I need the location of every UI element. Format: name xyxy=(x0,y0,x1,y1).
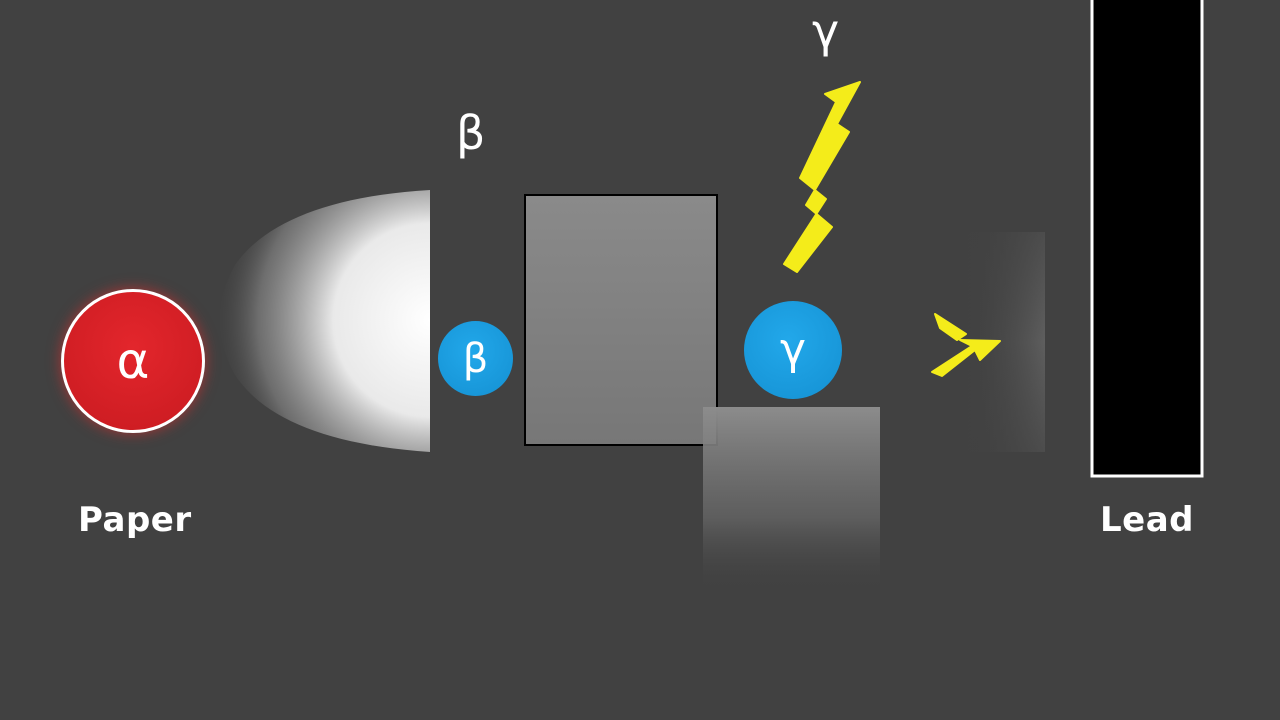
gamma-label: γ xyxy=(812,4,840,58)
beta-label: β xyxy=(456,106,486,160)
gamma-ray-right-icon xyxy=(931,313,1001,377)
paper-sheet xyxy=(220,190,430,452)
paper-label: Paper xyxy=(78,500,192,540)
beta-symbol: β xyxy=(462,335,489,382)
fading-block xyxy=(703,407,880,592)
alpha-particle: α xyxy=(61,289,205,433)
gamma-symbol: γ xyxy=(779,324,807,375)
lead-block xyxy=(1090,0,1204,478)
alpha-symbol: α xyxy=(116,332,150,390)
beta-particle: β xyxy=(438,321,513,396)
gamma-ray-up-icon xyxy=(783,81,861,273)
gamma-particle: γ xyxy=(744,301,842,399)
aluminium-block xyxy=(524,194,718,446)
lead-label: Lead xyxy=(1100,500,1195,540)
